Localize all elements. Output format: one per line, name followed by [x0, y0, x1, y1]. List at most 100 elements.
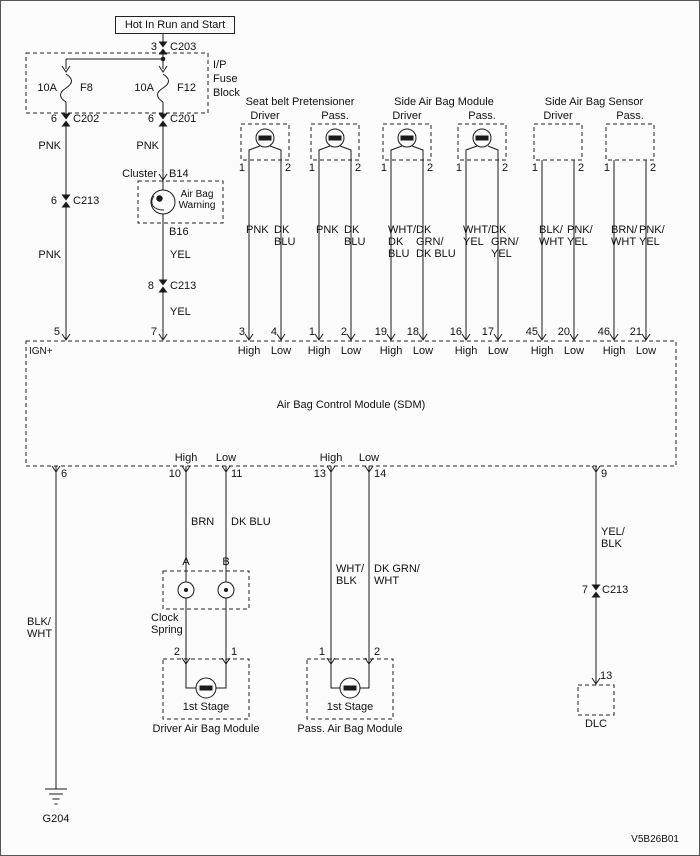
ground-label: G204 — [42, 813, 70, 825]
fuse-f8-label: F8 — [80, 82, 93, 94]
junction-dot — [160, 56, 166, 62]
side-airbag-sensor-driver-box — [533, 123, 583, 161]
sdm-pin-label: 3 — [238, 326, 245, 338]
wire-color-label: WHT/ YEL — [463, 224, 492, 248]
ground-symbol — [45, 788, 67, 805]
unit-pin-label: 2 — [650, 162, 657, 174]
sdm-pin-7-label: 7 — [150, 326, 157, 338]
connector-c201-label: C201 — [170, 113, 197, 125]
dlc-caption: DLC — [584, 718, 607, 730]
sdm-title: Air Bag Control Module (SDM) — [276, 399, 426, 411]
c213-dlc-pin-label: 7 — [581, 584, 588, 596]
connector-c213-dlc-symbol — [591, 584, 601, 598]
sdm-low-label: Low — [270, 345, 292, 357]
connector-c202-label: C202 — [73, 113, 100, 125]
group-title-side-airbag-module: Side Air Bag Module — [394, 96, 494, 108]
sdm-high-label: High — [174, 452, 198, 464]
unit-name: Pass. — [468, 110, 496, 122]
pretensioner-pass-box — [310, 123, 360, 161]
unit-pin-label: 2 — [502, 162, 509, 174]
clock-spring-box — [162, 570, 250, 610]
fuse-block-label: I/P Fuse Block — [213, 59, 240, 99]
sdm-pin-label: 16 — [449, 326, 462, 338]
fuse-f8-symbol — [60, 73, 72, 103]
wire-color-dkblu: DK BLU — [231, 516, 271, 528]
group-title-pretensioner: Seat belt Pretensioner — [245, 96, 355, 108]
power-source-box: Hot In Run and Start — [115, 16, 235, 34]
unit-name: Driver — [392, 110, 422, 122]
wire-color-label: DK BLU — [274, 224, 296, 248]
device-wires — [248, 160, 647, 340]
connector-c213-cluster-symbol — [158, 279, 168, 293]
stage-label: 1st Stage — [326, 701, 374, 713]
connector-c213-ign-label: C213 — [73, 195, 100, 207]
sdm-top-arrows — [244, 333, 651, 341]
sdm-high-label: High — [319, 452, 343, 464]
clock-spring-label: Clock Spring — [151, 612, 183, 636]
sdm-pin-label: 21 — [629, 326, 642, 338]
c203-pin-label: 3 — [150, 41, 157, 53]
side-airbag-module-driver-box — [382, 123, 432, 161]
power-feed-wire — [65, 34, 164, 69]
module-pin-label: 2 — [173, 646, 180, 658]
module-entry-arrows — [181, 657, 374, 665]
sdm-pin-label: 46 — [597, 326, 610, 338]
sdm-low-label: Low — [358, 452, 380, 464]
squib-symbols-bottom — [195, 677, 361, 699]
sdm-pin-label: 19 — [374, 326, 387, 338]
wire-color-label: DK BLU — [344, 224, 366, 248]
airbag-warning-lamp-label: Air Bag Warning — [178, 189, 216, 211]
c202-pin-label: 6 — [50, 113, 57, 125]
connector-c203-symbol — [158, 41, 168, 55]
wire-color-label: DK GRN/ DK BLU — [416, 224, 456, 260]
sdm-pin-13-label: 13 — [313, 468, 326, 480]
unit-pin-label: 1 — [238, 162, 245, 174]
c213-cluster-pin-label: 8 — [147, 280, 154, 292]
airbag-warning-lamp-icon — [150, 189, 176, 215]
sdm-high-label: High — [237, 345, 261, 357]
sdm-pin-11-label: 11 — [231, 468, 243, 480]
wire-color-pnk-cluster: PNK — [136, 140, 159, 152]
sdm-high-label: High — [602, 345, 626, 357]
unit-pin-label: 1 — [308, 162, 315, 174]
unit-pin-label: 1 — [380, 162, 387, 174]
dashed-boxes — [25, 52, 677, 720]
connector-c203-label: C203 — [170, 41, 197, 53]
cluster-pin-b16-label: B16 — [169, 226, 189, 238]
sdm-pin-14-label: 14 — [374, 468, 387, 480]
sdm-pin-label: 4 — [270, 326, 277, 338]
unit-name: Pass. — [616, 110, 644, 122]
unit-name: Driver — [250, 110, 280, 122]
cluster-arrows — [158, 173, 168, 341]
connector-c213-ign-symbol — [61, 194, 71, 208]
wire-color-label: PNK — [316, 224, 339, 236]
fuse-block-box — [25, 52, 209, 114]
dlc-entry-arrow — [591, 677, 601, 685]
sdm-pin-9-label: 9 — [601, 468, 608, 480]
connector-c213-cluster-label: C213 — [170, 280, 197, 292]
sdm-pin-label: 2 — [340, 326, 347, 338]
sdm-pin-label: 20 — [557, 326, 570, 338]
c213-ign-pin-label: 6 — [50, 195, 57, 207]
sdm-low-label: Low — [215, 452, 237, 464]
sdm-low-label: Low — [340, 345, 362, 357]
connector-c202-symbol — [61, 113, 71, 127]
sdm-pin-label: 18 — [406, 326, 419, 338]
module-pin-label: 2 — [374, 646, 381, 658]
fuse-f12-symbol — [157, 73, 169, 103]
wire-color-label: PNK — [246, 224, 269, 236]
pass-airbag-module-box — [306, 658, 394, 720]
sdm-low-label: Low — [563, 345, 585, 357]
sdm-pin-10-label: 10 — [168, 468, 181, 480]
wire-color-label: WHT/ DK BLU — [388, 224, 417, 260]
clock-spring-contact-b-label: B — [222, 556, 230, 568]
pass-airbag-module-caption: Pass. Air Bag Module — [297, 723, 403, 735]
sdm-box — [25, 340, 677, 467]
cluster-box — [137, 180, 224, 224]
dlc-pin-13-label: 13 — [600, 670, 613, 682]
wire-color-label: BLK/ WHT — [539, 224, 565, 248]
wire-lines — [45, 34, 651, 805]
wire-color-yel-blk: YEL/ BLK — [601, 526, 625, 550]
